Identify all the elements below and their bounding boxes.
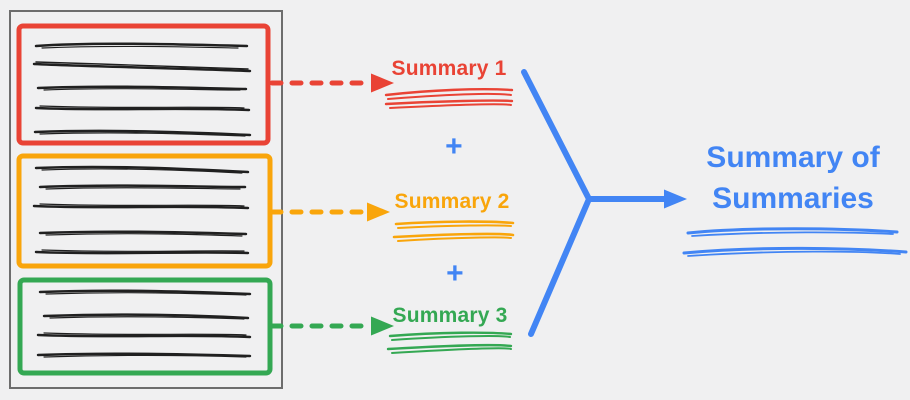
text-line bbox=[32, 204, 250, 210]
result-label-line1: Summary of bbox=[706, 141, 880, 174]
text-line bbox=[36, 85, 248, 91]
text-line bbox=[36, 352, 252, 358]
arrowhead bbox=[371, 316, 394, 336]
result-scribble bbox=[682, 227, 908, 257]
scribble-stroke bbox=[391, 347, 512, 354]
text-line bbox=[45, 187, 241, 190]
section-3-arrow bbox=[269, 316, 394, 336]
scribble-stroke bbox=[686, 227, 899, 235]
scribble-stroke bbox=[391, 335, 511, 341]
summary-3-scribble bbox=[386, 331, 513, 354]
summary-1-label: Summary 1 bbox=[391, 57, 507, 80]
text-line bbox=[45, 233, 243, 237]
text-line bbox=[39, 203, 245, 207]
scribble-stroke bbox=[691, 231, 894, 237]
text-line bbox=[38, 230, 248, 236]
scribble-stroke bbox=[397, 224, 512, 229]
text-line bbox=[36, 333, 252, 339]
arrowhead bbox=[371, 73, 394, 93]
document-outline bbox=[9, 10, 283, 389]
fork-lines bbox=[521, 69, 592, 337]
text-line bbox=[34, 106, 251, 112]
text-line bbox=[32, 62, 252, 73]
text-line bbox=[41, 45, 239, 49]
result-label-line2: Summaries bbox=[712, 182, 874, 215]
scribble-stroke bbox=[384, 99, 514, 106]
text-line bbox=[43, 88, 241, 91]
scribble-stroke bbox=[392, 232, 515, 239]
scribble-stroke bbox=[687, 250, 901, 257]
summary-3-label: Summary 3 bbox=[392, 304, 508, 327]
text-line bbox=[38, 184, 247, 189]
text-line bbox=[39, 132, 246, 137]
text-line bbox=[42, 313, 250, 320]
arrowhead bbox=[367, 202, 390, 222]
scribble-stroke bbox=[397, 236, 512, 242]
section-2-arrow bbox=[269, 202, 390, 222]
merge-fork bbox=[521, 69, 687, 337]
scribble-stroke bbox=[389, 103, 512, 109]
text-line bbox=[41, 168, 243, 174]
scribble-stroke bbox=[682, 246, 908, 255]
arrowhead bbox=[664, 189, 687, 209]
scribble-stroke bbox=[388, 331, 513, 338]
text-line bbox=[35, 61, 249, 70]
text-line bbox=[34, 42, 249, 48]
text-line bbox=[45, 292, 247, 296]
section-3-text-scribble bbox=[36, 289, 252, 358]
plus-sign-2: + bbox=[446, 257, 464, 290]
scribble-stroke bbox=[394, 220, 515, 226]
section-1-text-scribble bbox=[32, 42, 252, 137]
summary-1-scribble bbox=[384, 88, 514, 109]
scribble-stroke bbox=[387, 92, 512, 100]
text-line bbox=[34, 165, 250, 174]
text-line bbox=[41, 249, 245, 252]
summary-2-label: Summary 2 bbox=[394, 190, 510, 213]
text-line bbox=[34, 250, 250, 255]
plus-sign-1: + bbox=[445, 130, 463, 163]
section-1-box bbox=[16, 23, 271, 146]
result-label: Summary of Summaries bbox=[706, 137, 879, 219]
summary-2-scribble bbox=[392, 220, 515, 242]
section-2-text-scribble bbox=[32, 165, 250, 255]
text-line bbox=[43, 354, 247, 358]
text-line bbox=[49, 316, 245, 320]
text-line bbox=[38, 289, 252, 296]
scribble-stroke bbox=[386, 344, 513, 351]
section-1-arrow bbox=[269, 73, 394, 93]
scribble-stroke bbox=[384, 88, 514, 97]
text-line bbox=[43, 332, 247, 336]
text-line bbox=[39, 105, 245, 109]
text-line bbox=[33, 129, 252, 137]
